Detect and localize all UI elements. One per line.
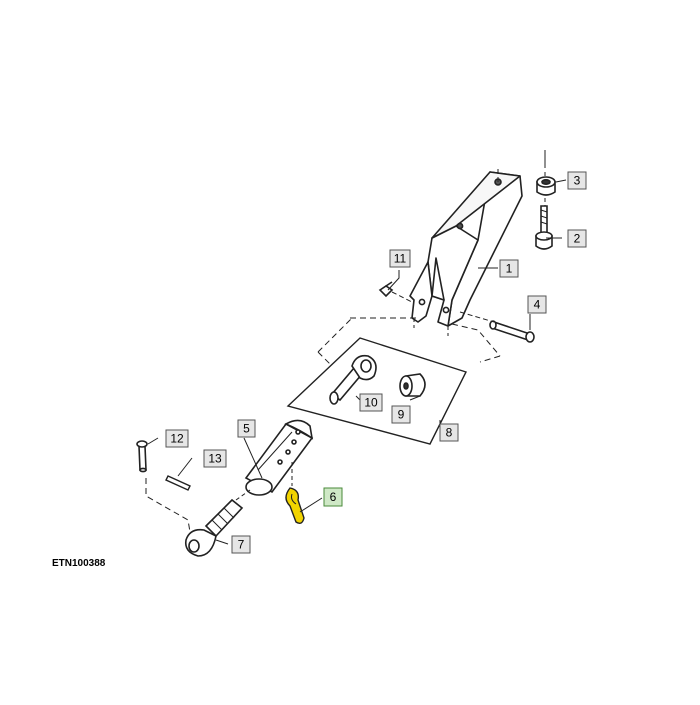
- drawing-code: ETN100388: [52, 558, 106, 569]
- kit-group-outline: [286, 337, 467, 445]
- callout-bracket[interactable]: 1: [499, 259, 519, 278]
- callout-bushing[interactable]: 9: [391, 405, 411, 424]
- callout-threaded-rod-end[interactable]: 7: [231, 535, 251, 554]
- callout-swivel-end[interactable]: 10: [359, 393, 383, 412]
- callout-box: [165, 429, 189, 448]
- threaded-rod-end-part[interactable]: [184, 498, 244, 557]
- callout-box: [499, 259, 519, 278]
- bushing-part[interactable]: [399, 373, 426, 397]
- callout-cotter-pin[interactable]: 13: [203, 449, 227, 468]
- callout-number: 2: [574, 232, 581, 246]
- callout-number: 7: [238, 538, 245, 552]
- callout-number: 13: [208, 452, 222, 466]
- callout-nut[interactable]: 3: [567, 171, 587, 190]
- clevis-pin-part[interactable]: [136, 440, 148, 473]
- nut-part[interactable]: [536, 176, 556, 196]
- callout-bolt[interactable]: 2: [567, 229, 587, 248]
- pin-part[interactable]: [489, 320, 535, 343]
- callout-number: 8: [446, 426, 453, 440]
- callout-kit-group[interactable]: 8: [439, 423, 459, 442]
- callout-number: 6: [330, 490, 337, 504]
- retaining-clip-part[interactable]: [285, 487, 305, 525]
- callout-number: 5: [243, 422, 250, 436]
- callout-number: 9: [398, 408, 405, 422]
- callout-pin[interactable]: 4: [527, 295, 547, 314]
- callout-box: [567, 171, 587, 190]
- callout-box: [439, 423, 459, 442]
- callout-box: [567, 229, 587, 248]
- callout-number: 4: [534, 298, 541, 312]
- callout-number: 11: [394, 252, 407, 266]
- small-clip-part[interactable]: [378, 281, 394, 298]
- callout-link-tube[interactable]: 5: [237, 419, 256, 438]
- callout-box: [527, 295, 547, 314]
- callout-number: 3: [574, 174, 581, 188]
- callout-small-clip[interactable]: 11: [389, 249, 411, 268]
- bracket-part[interactable]: [409, 171, 523, 327]
- callout-box: [203, 449, 227, 468]
- link-tube-part[interactable]: [244, 419, 314, 496]
- callout-box: [391, 405, 411, 424]
- callout-box: [231, 535, 251, 554]
- callout-box: [389, 249, 411, 268]
- callout-box: [237, 419, 256, 438]
- callout-box: [323, 487, 343, 507]
- callout-number: 12: [170, 432, 184, 446]
- callout-retaining-clip[interactable]: 6: [323, 487, 343, 507]
- callout-box: [359, 393, 383, 412]
- callout-number: 1: [506, 262, 513, 276]
- callout-number: 10: [364, 396, 378, 410]
- bolt-part[interactable]: [535, 205, 553, 250]
- callout-clevis-pin[interactable]: 12: [165, 429, 189, 448]
- swivel-end-part[interactable]: [329, 354, 377, 405]
- cotter-pin-part[interactable]: [165, 475, 191, 491]
